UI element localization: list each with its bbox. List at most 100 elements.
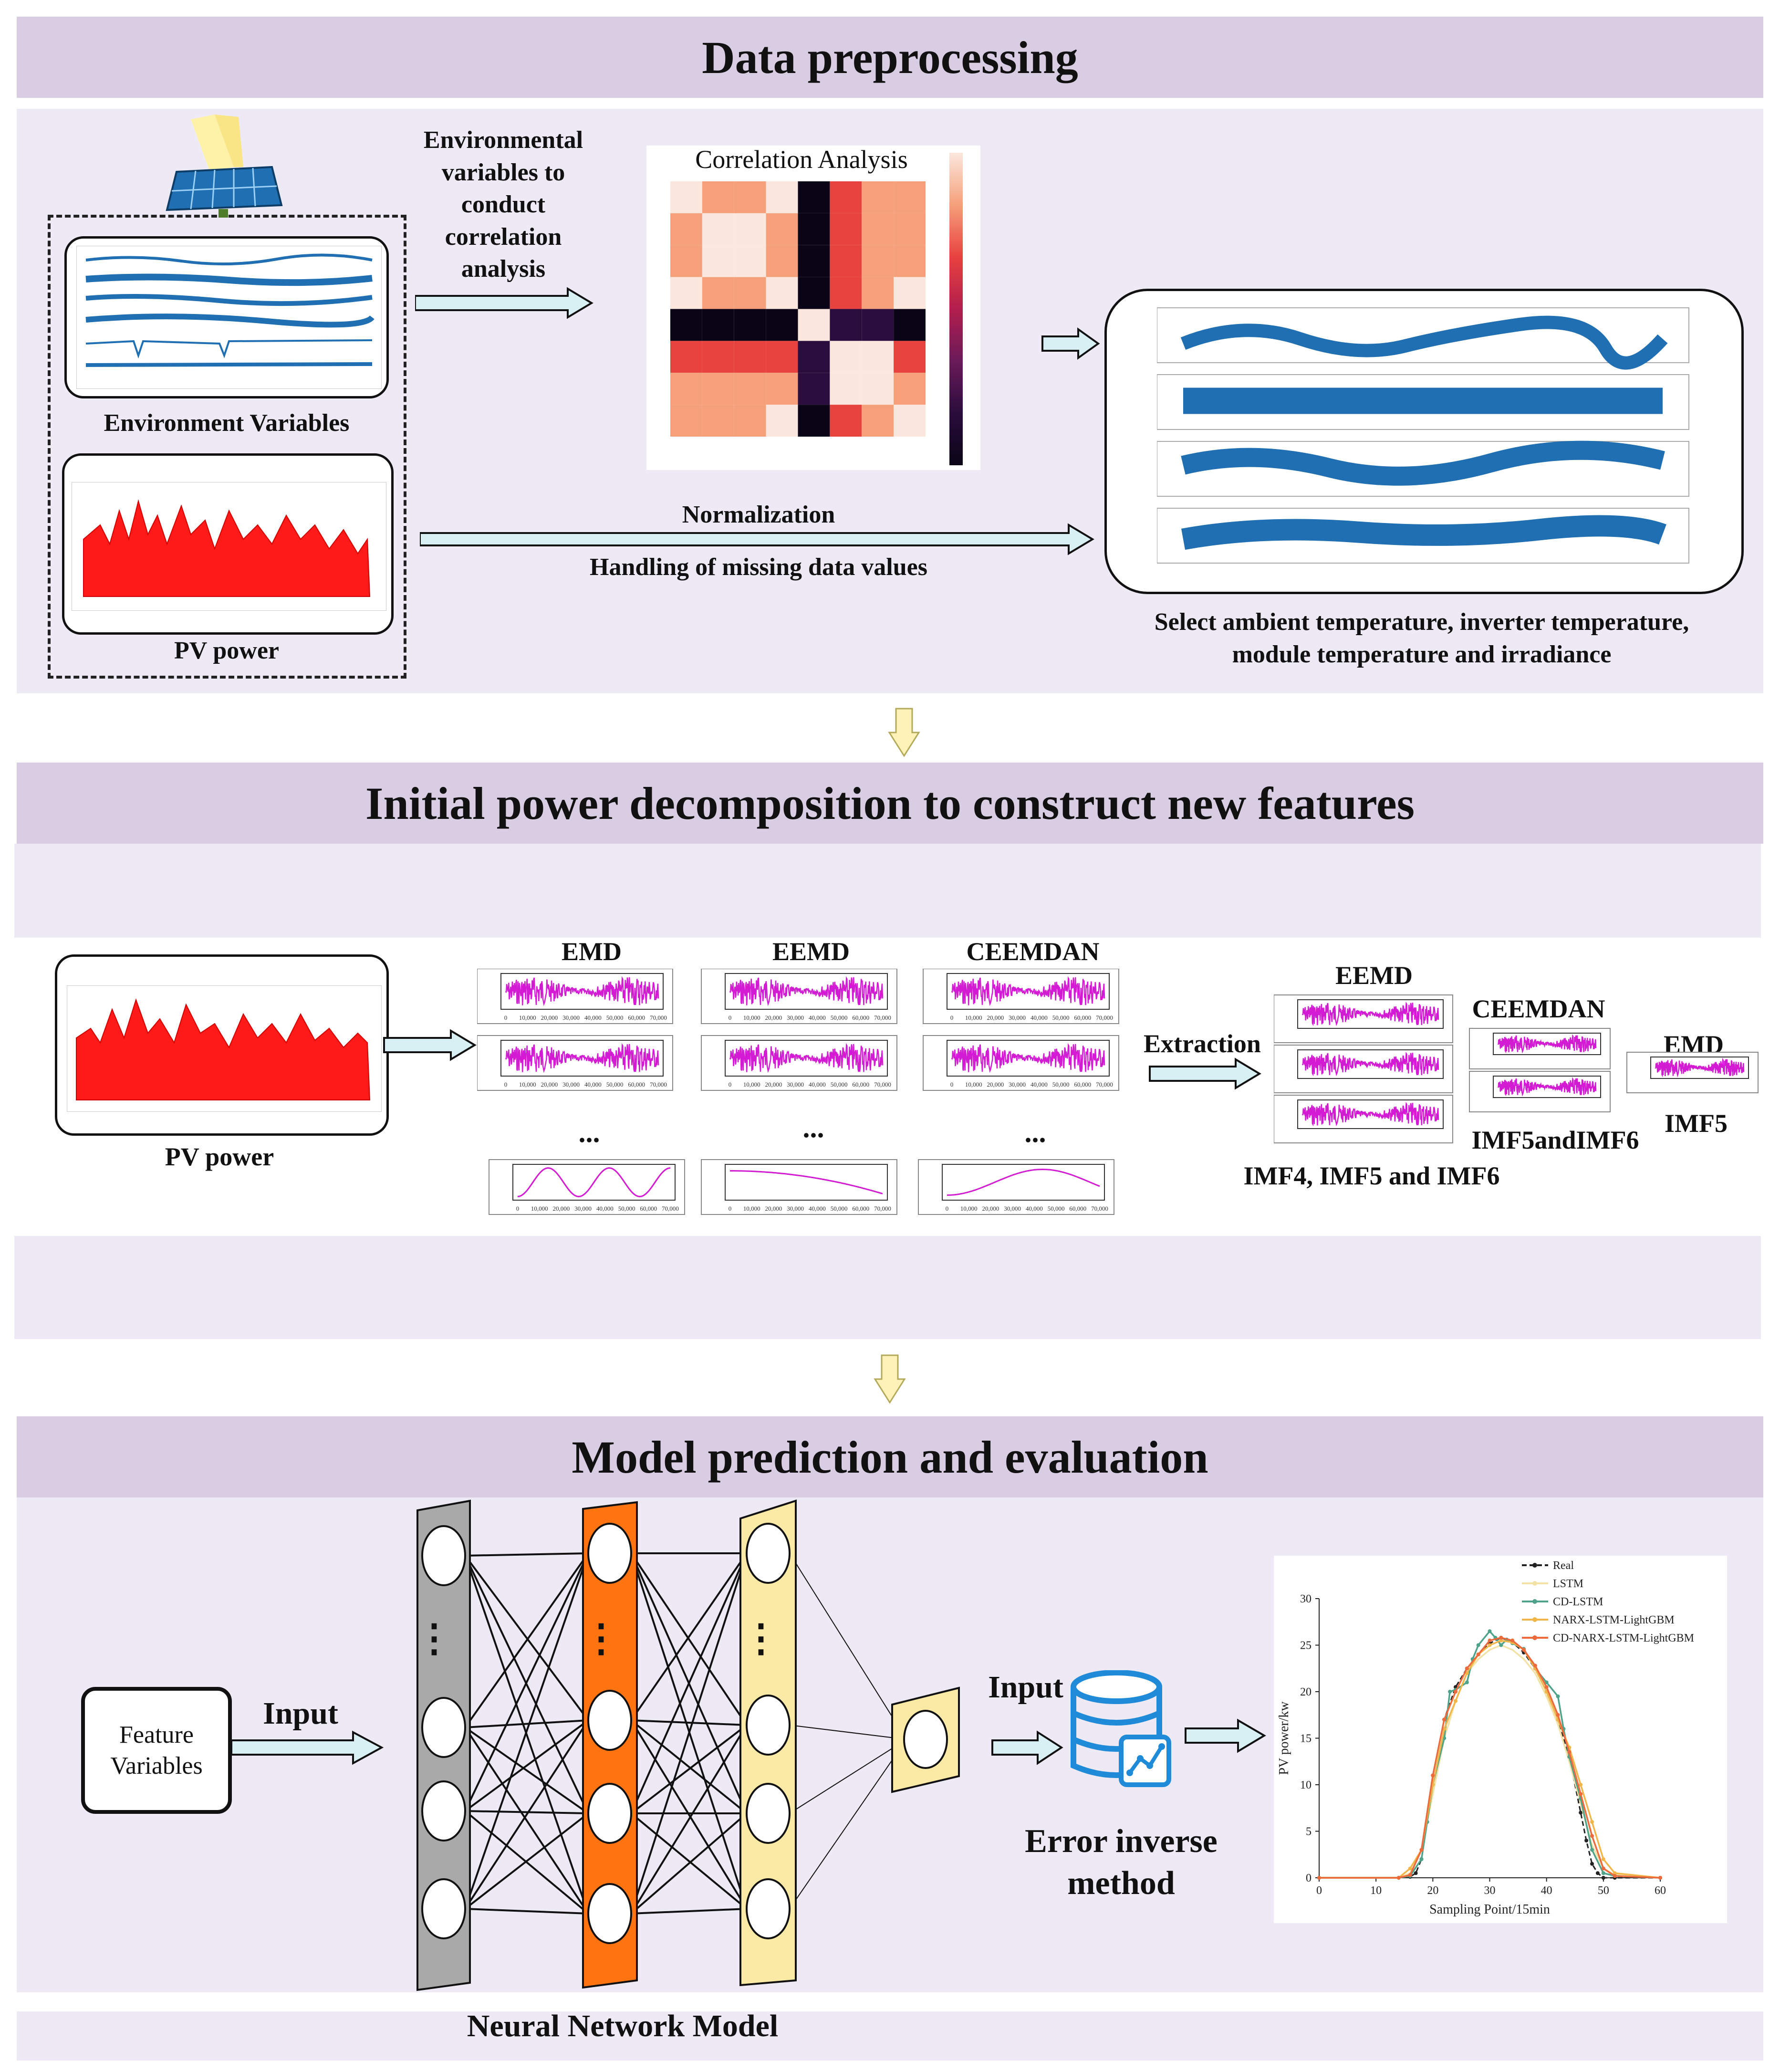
nn-node bbox=[746, 1878, 791, 1939]
heatmap-cell bbox=[798, 405, 830, 437]
imf-tick-label: 60,000 bbox=[640, 1205, 657, 1212]
imf-tick-label: 20,000 bbox=[987, 1014, 1004, 1021]
heatmap-cell bbox=[734, 341, 766, 373]
series-point bbox=[1557, 1723, 1559, 1726]
correlation-heatmap bbox=[661, 179, 935, 453]
imf-tick-label: 20,000 bbox=[765, 1014, 782, 1021]
section-panel-footer bbox=[17, 1992, 1763, 2011]
series-point bbox=[1419, 1857, 1424, 1861]
heatmap-colorbar bbox=[949, 153, 963, 465]
imf-tick-label: 60,000 bbox=[1069, 1205, 1086, 1212]
imf-plot-frame bbox=[489, 1159, 685, 1215]
down-arrow-1 bbox=[888, 708, 920, 757]
nn-edge bbox=[465, 1908, 589, 1915]
imf-tick-label: 70,000 bbox=[662, 1205, 679, 1212]
nn-node bbox=[587, 1783, 632, 1844]
imf-tick-label: 40,000 bbox=[809, 1205, 826, 1212]
series-point bbox=[1488, 1638, 1492, 1643]
imf-tick-label: 50,000 bbox=[1052, 1081, 1070, 1088]
imf-tick-label: 50,000 bbox=[606, 1014, 624, 1021]
nn-edge bbox=[789, 1553, 907, 1740]
nn-node bbox=[587, 1523, 632, 1584]
extracted-eemd-imfs: IMF4, IMF5 and IMF6 bbox=[1243, 1162, 1500, 1190]
nn-edge bbox=[630, 1719, 748, 1814]
imf-tick-label: 40,000 bbox=[584, 1081, 602, 1088]
imf-plot-frame bbox=[1274, 994, 1453, 1043]
imf-tick-label: 70,000 bbox=[1096, 1081, 1113, 1088]
imf-tick-label: 20,000 bbox=[765, 1205, 782, 1212]
legend-marker bbox=[1532, 1617, 1537, 1622]
series-point bbox=[1488, 1629, 1492, 1633]
imf-trace bbox=[517, 1167, 671, 1198]
imf-tick-label: 10,000 bbox=[743, 1205, 760, 1212]
nn-edge bbox=[465, 1552, 589, 1557]
imf-trace bbox=[1301, 1102, 1439, 1127]
series-point bbox=[1419, 1848, 1424, 1852]
imf-tick-label: 20,000 bbox=[553, 1205, 570, 1212]
y-tick-label: 10 bbox=[1300, 1779, 1312, 1791]
series-point bbox=[1408, 1866, 1412, 1871]
pv-power-plot-2 bbox=[67, 985, 382, 1112]
x-tick-label: 0 bbox=[1316, 1884, 1322, 1897]
series-point bbox=[1414, 1871, 1418, 1875]
section-title-preprocessing: Data preprocessing bbox=[17, 17, 1763, 98]
nn-edge bbox=[464, 1553, 589, 1811]
heatmap-cell bbox=[702, 373, 734, 405]
legend-marker bbox=[1532, 1581, 1537, 1586]
heatmap-cell bbox=[766, 309, 798, 341]
heatmap-cell bbox=[670, 405, 702, 437]
nn-node bbox=[421, 1878, 466, 1939]
series-point bbox=[1601, 1876, 1605, 1880]
imf-tick-label: 0 bbox=[504, 1081, 508, 1088]
heatmap-cell bbox=[766, 373, 798, 405]
series-point bbox=[1499, 1638, 1503, 1643]
series-point bbox=[1556, 1713, 1560, 1717]
series-point bbox=[1408, 1873, 1412, 1877]
imf-plots-grid: 0 10,000 20,000 30,000 40,000 50,000 60,000 70,… bbox=[477, 969, 1119, 1215]
imf-tick-label: 0 bbox=[516, 1205, 520, 1212]
imf-tick-label: 70,000 bbox=[650, 1081, 667, 1088]
section-title-text: Data preprocessing bbox=[702, 31, 1078, 83]
y-tick-label: 30 bbox=[1300, 1593, 1312, 1605]
error-inverse-label: Error inverse method bbox=[1025, 1823, 1218, 1902]
imf-tick-label: 40,000 bbox=[584, 1014, 602, 1021]
imf-tick-label: 40,000 bbox=[1031, 1081, 1048, 1088]
series-line-real bbox=[1319, 1637, 1660, 1879]
heatmap-cell bbox=[830, 181, 862, 213]
legend-label: CD-LSTM bbox=[1553, 1596, 1603, 1608]
correlation-title: Correlation Analysis bbox=[695, 145, 908, 174]
nn-edge bbox=[630, 1724, 748, 1814]
series-point bbox=[1613, 1871, 1617, 1875]
series-point bbox=[1601, 1866, 1605, 1871]
env-correlation-text: Environmental variables to conduct corre… bbox=[423, 126, 583, 283]
imf-tick-label: 30,000 bbox=[787, 1205, 804, 1212]
arrow-normalization bbox=[420, 523, 1094, 555]
heatmap-cell bbox=[830, 245, 862, 277]
solar-panel-icon bbox=[166, 115, 283, 218]
series-point bbox=[1590, 1834, 1594, 1838]
imf-tick-label: 30,000 bbox=[1009, 1014, 1026, 1021]
imf-tick-label: 70,000 bbox=[874, 1081, 891, 1088]
imf-tick-label: 10,000 bbox=[965, 1081, 982, 1088]
normalization-label: Normalization bbox=[682, 501, 835, 528]
series-point bbox=[1556, 1694, 1560, 1698]
nn-edge bbox=[630, 1719, 748, 1910]
imf-tick-label: 10,000 bbox=[743, 1014, 760, 1021]
series-point bbox=[1476, 1653, 1480, 1656]
imf-tick-label: 10,000 bbox=[519, 1014, 536, 1021]
nn-edge bbox=[464, 1555, 589, 1814]
nn-edge bbox=[464, 1555, 589, 1721]
neural-network-diagram bbox=[416, 1499, 960, 1991]
x-tick-label: 60 bbox=[1655, 1884, 1666, 1897]
imf-tick-label: 40,000 bbox=[809, 1014, 826, 1021]
heatmap-cell bbox=[894, 373, 926, 405]
series-point bbox=[1533, 1664, 1537, 1668]
legend-label: CD-NARX-LSTM-LightGBM bbox=[1553, 1632, 1694, 1644]
heatmap-cell bbox=[702, 309, 734, 341]
selected-variables-plots bbox=[1157, 307, 1689, 564]
nn-dots-2: ⋮ bbox=[582, 1618, 620, 1660]
series-point bbox=[1584, 1839, 1589, 1842]
extracted-imf-plots bbox=[1274, 994, 1759, 1143]
